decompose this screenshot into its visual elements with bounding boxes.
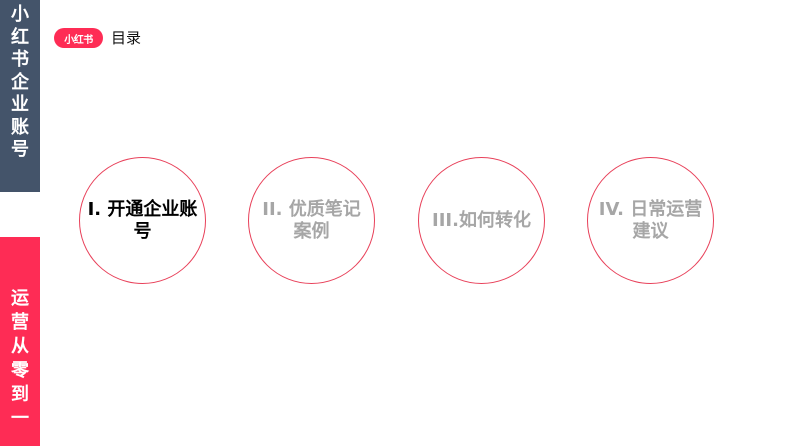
page-title: 目录 <box>111 29 142 47</box>
sidebar-bottom-panel: 运 营 从 零 到 一 <box>0 237 40 446</box>
xiaohongshu-logo: 小红书 <box>54 28 103 48</box>
agenda-item-label: I. 开通企业账号 <box>87 198 198 242</box>
agenda-item-4[interactable]: IV. 日常运营建议 <box>587 157 714 284</box>
sidebar-top-char: 账 <box>11 116 29 138</box>
sidebar-bottom-char: 零 <box>11 360 29 381</box>
sidebar-bottom-char: 一 <box>11 408 29 429</box>
sidebar-top-char: 企 <box>11 71 29 93</box>
sidebar-top-panel: 小 红 书 企 业 账 号 <box>0 0 40 192</box>
sidebar-top-char: 业 <box>11 94 29 115</box>
sidebar-top-char: 红 <box>11 26 29 48</box>
agenda-item-label: II. 优质笔记案例 <box>262 198 361 242</box>
agenda-item-2[interactable]: II. 优质笔记案例 <box>248 157 375 284</box>
agenda-item-label: IV. 日常运营建议 <box>598 198 703 242</box>
sidebar-top-char: 书 <box>11 49 29 70</box>
sidebar-bottom-char: 到 <box>11 384 29 405</box>
sidebar-bottom-char: 从 <box>11 336 29 357</box>
sidebar-top-char: 号 <box>11 139 29 160</box>
agenda-item-1[interactable]: I. 开通企业账号 <box>79 157 206 284</box>
agenda-item-label: III.如何转化 <box>432 209 531 231</box>
agenda-item-3[interactable]: III.如何转化 <box>418 157 545 284</box>
sidebar-top-char: 小 <box>11 4 29 25</box>
sidebar-bottom-char: 营 <box>11 312 29 333</box>
sidebar-bottom-char: 运 <box>11 288 29 309</box>
